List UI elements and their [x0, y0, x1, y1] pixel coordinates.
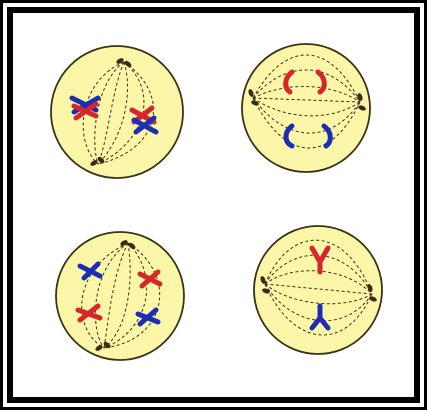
- cell-membrane: [56, 232, 184, 360]
- cell-bottom-right: [254, 226, 382, 354]
- cell-top-right: [242, 44, 370, 172]
- cell-top-left: [51, 46, 183, 178]
- cell-membrane: [254, 226, 382, 354]
- cell-bottom-left: [56, 232, 184, 360]
